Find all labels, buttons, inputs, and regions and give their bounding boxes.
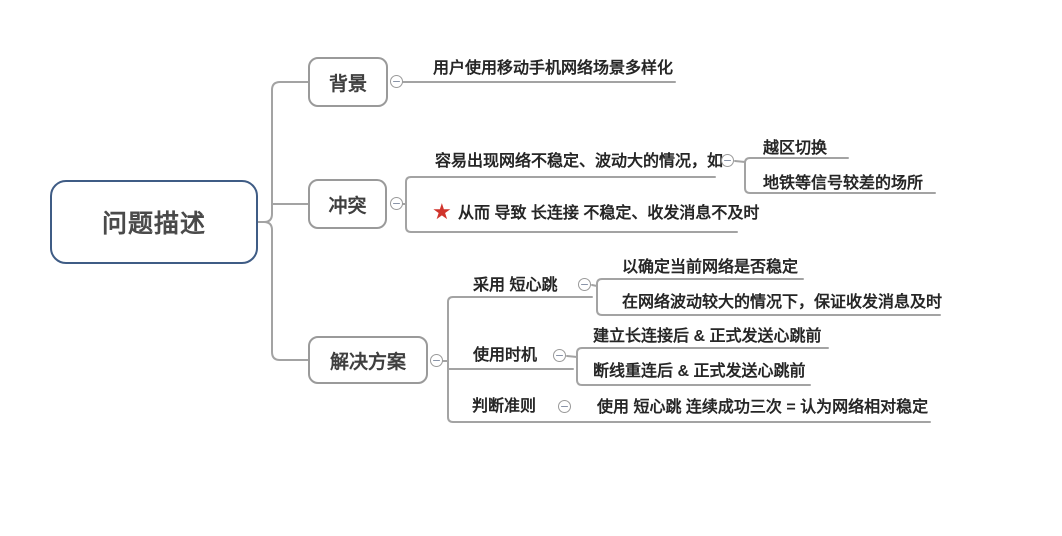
collapse-icon-usage-timing[interactable] <box>553 349 566 362</box>
connector-timing-stub <box>566 355 578 358</box>
topic-conflict-label: 冲突 <box>328 195 367 217</box>
minus-glyph <box>433 359 440 362</box>
topic-network-unstable[interactable]: 容易出现网络不稳定、波动大的情况，如 <box>435 153 724 170</box>
topic-solution[interactable]: 解决方案 <box>308 336 428 384</box>
topic-usage-timing[interactable]: 使用时机 <box>473 347 538 364</box>
topic-background[interactable]: 背景 <box>308 57 388 107</box>
collapse-icon-conflict[interactable] <box>390 197 403 210</box>
minus-glyph <box>581 283 588 286</box>
collapse-icon-solution[interactable] <box>430 354 443 367</box>
topic-after-longconn-established[interactable]: 建立长连接后 & 正式发送心跳前 <box>593 328 822 345</box>
topic-longconn-unstable[interactable]: 从而 导致 长连接 不稳定、收发消息不及时 <box>458 205 760 222</box>
topic-subway-weak-signal[interactable]: 地铁等信号较差的场所 <box>763 175 924 192</box>
minus-glyph <box>393 80 400 83</box>
topic-conflict[interactable]: 冲突 <box>308 179 387 229</box>
topic-ensure-timely-messages[interactable]: 在网络波动较大的情况下，保证收发消息及时 <box>622 294 943 311</box>
connector-timing-children <box>576 347 829 386</box>
connector-root-to-background <box>257 81 309 223</box>
minus-glyph <box>393 202 400 205</box>
topic-network-scenarios[interactable]: 用户使用移动手机网络场景多样化 <box>433 60 674 77</box>
collapse-icon-background[interactable] <box>390 75 403 88</box>
connector-root-to-solution <box>263 221 309 361</box>
connector-unstable-children <box>744 157 936 194</box>
red-star-icon: ★ <box>432 199 452 224</box>
topic-root[interactable]: 问题描述 <box>50 180 258 264</box>
topic-root-label: 问题描述 <box>101 210 206 238</box>
minus-glyph <box>556 354 563 357</box>
connector-conflict-children <box>405 176 738 233</box>
topic-confirm-network-stable[interactable]: 以确定当前网络是否稳定 <box>622 259 799 276</box>
topic-short-heartbeat[interactable]: 采用 短心跳 <box>473 277 558 294</box>
collapse-icon-judgment-criteria[interactable] <box>558 400 571 413</box>
topic-after-reconnect[interactable]: 断线重连后 & 正式发送心跳前 <box>593 363 806 380</box>
topic-three-success-stable[interactable]: 使用 短心跳 连续成功三次 = 认为网络相对稳定 <box>597 399 929 416</box>
topic-background-label: 背景 <box>328 73 367 95</box>
collapse-icon-short-heartbeat[interactable] <box>578 278 591 291</box>
minus-glyph <box>724 159 731 162</box>
collapse-icon-network-unstable[interactable] <box>721 154 734 167</box>
topic-solution-label: 解决方案 <box>329 351 406 373</box>
connector-unstable-stub <box>734 160 746 163</box>
minus-glyph <box>561 405 568 408</box>
connector-solution-children <box>447 296 931 423</box>
topic-judgment-criteria[interactable]: 判断准则 <box>472 398 537 415</box>
topic-cell-handover[interactable]: 越区切换 <box>763 140 828 157</box>
connector-heartbeat-children <box>596 278 941 316</box>
